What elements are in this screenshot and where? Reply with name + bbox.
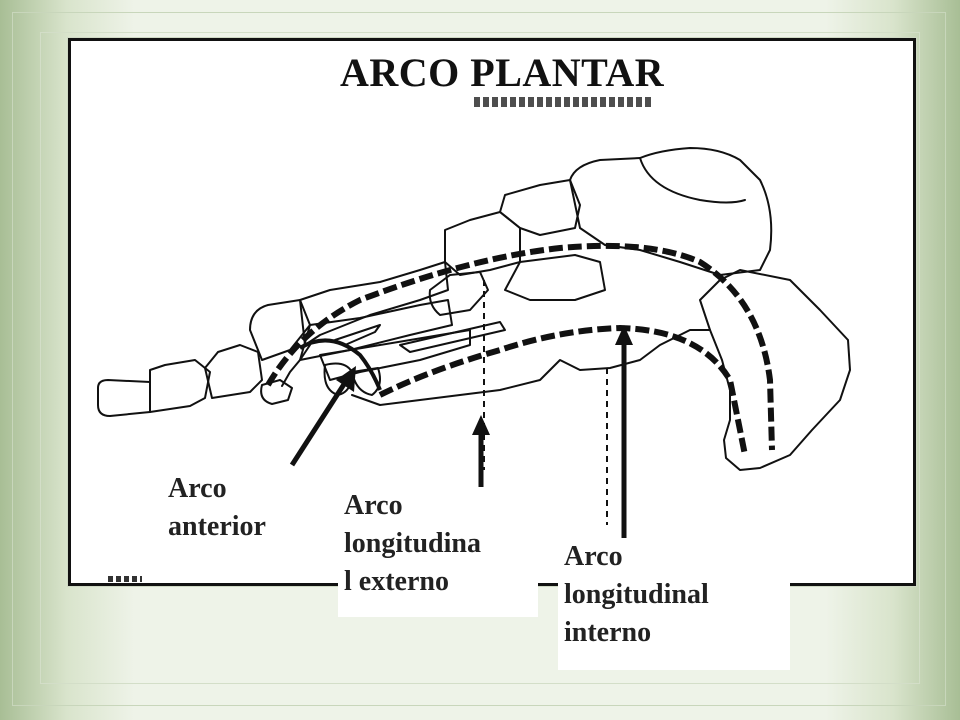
arrow-up-icon xyxy=(289,366,356,467)
diagram-title: ARCO PLANTAR xyxy=(340,50,665,95)
label-arco-longitudinal-interno: Arco longitudinal interno xyxy=(558,538,790,670)
slide-frame-inner xyxy=(40,32,920,684)
arrow-up-icon xyxy=(615,325,633,555)
scan-artifact-small xyxy=(108,576,142,582)
scan-artifact xyxy=(474,97,652,107)
slide-frame-outer xyxy=(12,12,946,706)
label-arco-longitudinal-externo: Arco longitudina l externo xyxy=(338,487,538,617)
label-arco-anterior: Arco anterior xyxy=(168,473,266,542)
